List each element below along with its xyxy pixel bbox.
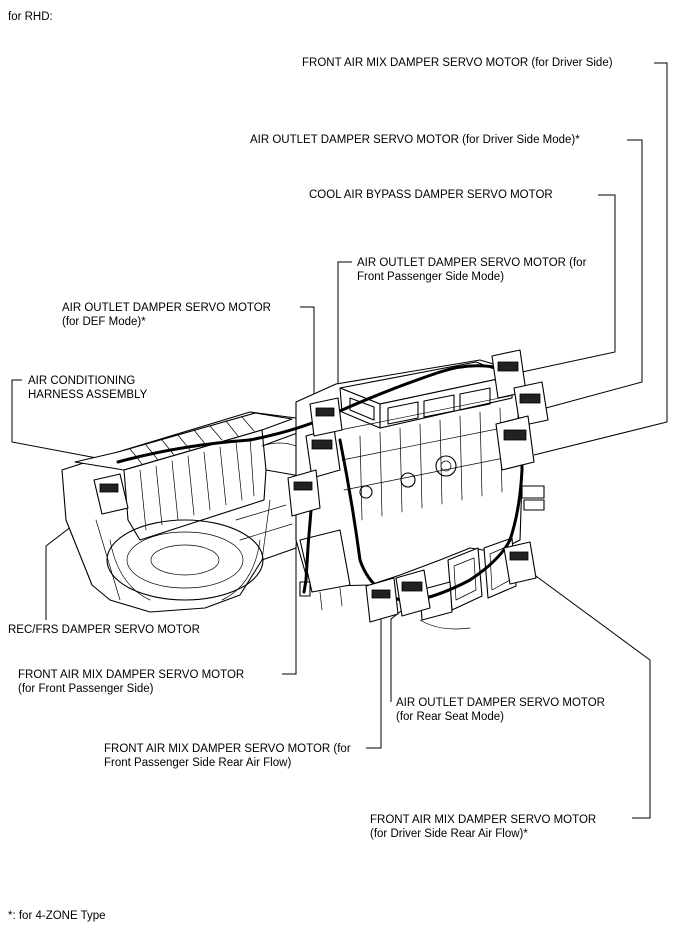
servo-front-passenger-mode	[309, 397, 343, 437]
leader-front-air-mix-passenger	[282, 506, 297, 675]
hvac-unit-illustration	[61, 349, 549, 630]
label-front-air-mix-passenger-line1: FRONT AIR MIX DAMPER SERVO MOTOR	[18, 669, 244, 681]
servo-front-air-mix-passenger	[287, 469, 321, 597]
leader-air-outlet-rear-seat	[390, 603, 411, 702]
leader-front-air-mix-driver	[533, 62, 668, 456]
label-front-air-mix-passenger-rear-line2: Front Passenger Side Rear Air Flow)	[104, 757, 291, 769]
label-air-outlet-front-passenger-line1: AIR OUTLET DAMPER SERVO MOTOR (for	[357, 257, 587, 269]
servo-rec-frs	[93, 473, 129, 515]
label-front-air-mix-passenger-line2: (for Front Passenger Side)	[18, 683, 154, 695]
servo-driver-mode	[513, 381, 549, 427]
case-details	[261, 442, 545, 630]
label-air-outlet-front-passenger-line2: Front Passenger Side Mode)	[357, 271, 504, 283]
label-front-air-mix-driver-rear-line2: (for Driver Side Rear Air Flow)*	[370, 828, 528, 840]
label-front-air-mix-passenger-rear-line1: FRONT AIR MIX DAMPER SERVO MOTOR (for	[104, 743, 351, 755]
blower-housing	[61, 411, 301, 613]
leader-ac-harness	[11, 379, 119, 463]
label-air-outlet-rear-seat-line2: (for Rear Seat Mode)	[396, 711, 504, 723]
servo-front-air-mix-driver	[495, 415, 535, 471]
servo-rear-seat-mode	[395, 569, 431, 617]
servo-front-air-mix-passenger-rear	[365, 577, 399, 623]
label-front-air-mix-driver-rear-line1: FRONT AIR MIX DAMPER SERVO MOTOR	[370, 814, 596, 826]
label-cool-air-bypass: COOL AIR BYPASS DAMPER SERVO MOTOR	[309, 189, 553, 201]
servo-def-mode	[305, 427, 341, 479]
leader-lines	[11, 62, 668, 819]
label-rec-frs: REC/FRS DAMPER SERVO MOTOR	[8, 624, 200, 636]
label-air-outlet-def-line1: AIR OUTLET DAMPER SERVO MOTOR	[62, 302, 271, 314]
label-air-outlet-rear-seat-line1: AIR OUTLET DAMPER SERVO MOTOR	[396, 697, 605, 709]
leader-cool-air-bypass	[521, 194, 616, 373]
variant-heading: for RHD:	[8, 11, 53, 23]
servo-motors	[93, 349, 549, 623]
label-air-outlet-def-line2: (for DEF Mode)*	[62, 316, 146, 328]
label-ac-harness-line1: AIR CONDITIONING	[28, 375, 135, 387]
leader-front-air-mix-driver-rear	[524, 567, 651, 819]
servo-front-air-mix-driver-rear	[503, 541, 537, 585]
leader-air-outlet-driver-mode	[545, 139, 643, 409]
leader-front-air-mix-passenger-rear	[366, 612, 382, 749]
label-air-outlet-driver-mode: AIR OUTLET DAMPER SERVO MOTOR (for Drive…	[250, 134, 580, 146]
label-ac-harness-line2: HARNESS ASSEMBLY	[28, 389, 148, 401]
footnote: *: for 4-ZONE Type	[8, 910, 106, 922]
label-front-air-mix-driver: FRONT AIR MIX DAMPER SERVO MOTOR (for Dr…	[302, 57, 613, 69]
